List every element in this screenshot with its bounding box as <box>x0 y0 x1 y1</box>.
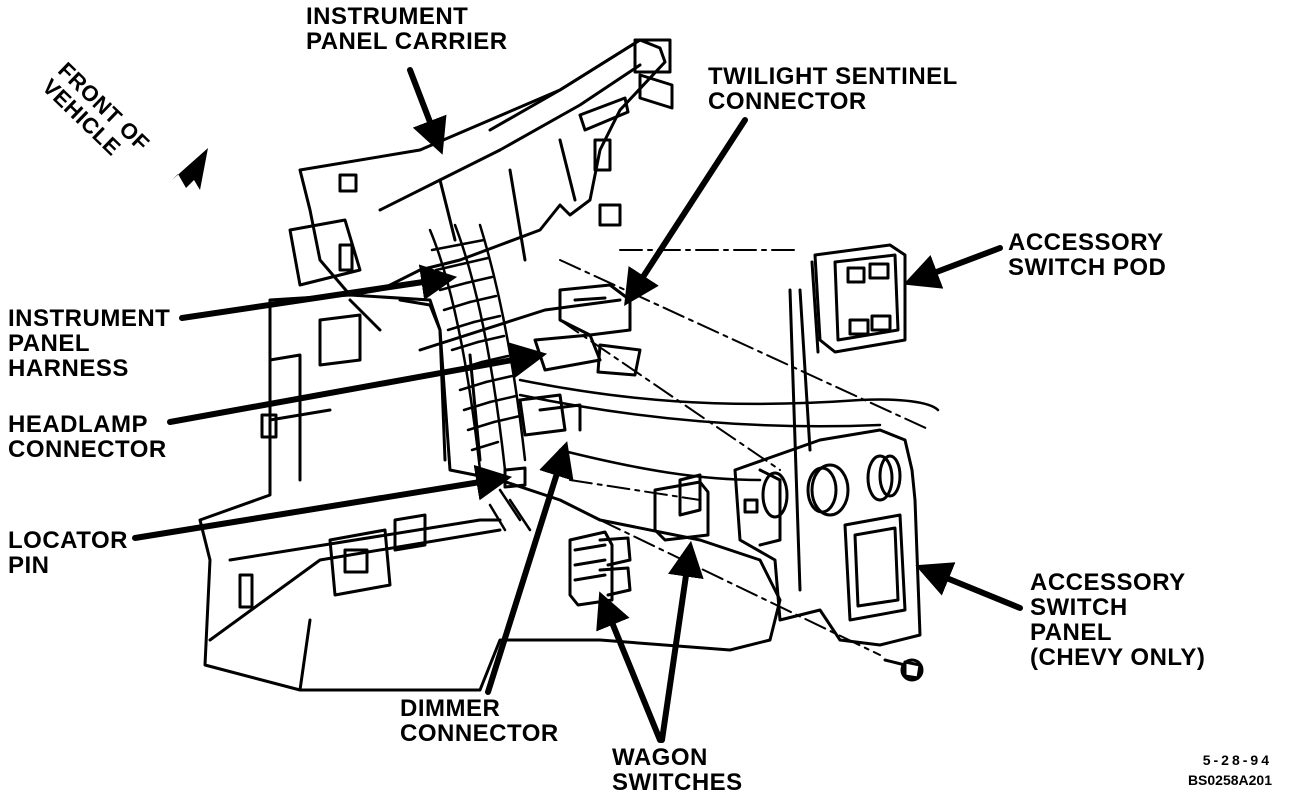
instrument-panel-harness-part <box>428 223 532 532</box>
label-accessory-switch-pod: ACCESSORY SWITCH POD <box>1008 229 1167 281</box>
dash-housing <box>198 293 782 692</box>
label-wagon-switches: WAGON SWITCHES <box>612 744 743 796</box>
leader-arrows <box>132 67 1023 743</box>
label-twilight-sentinel-connector: TWILIGHT SENTINEL CONNECTOR <box>708 63 958 115</box>
figure-date: 5-28-94 <box>1202 752 1272 768</box>
arrow-instrument-panel-carrier <box>407 67 447 155</box>
arrow-locator-pin <box>132 464 513 541</box>
arrow-headlamp-connector <box>167 342 548 425</box>
label-locator-pin: LOCATOR PIN <box>8 527 128 579</box>
arrow-twilight-sentinel-connector <box>624 117 748 307</box>
arrow-accessory-switch-pod <box>903 245 1003 289</box>
instrument-panel-carrier-part <box>288 38 674 297</box>
label-headlamp-connector: HEADLAMP CONNECTOR <box>8 411 167 463</box>
accessory-switch-pod-part <box>810 243 907 354</box>
label-instrument-panel-carrier: INSTRUMENT PANEL CARRIER <box>306 3 508 55</box>
arrow-accessory-switch-panel <box>915 562 1023 611</box>
label-dimmer-connector: DIMMER CONNECTOR <box>400 695 559 747</box>
arrow-dimmer-connector <box>485 441 574 695</box>
harness-cables <box>518 378 940 482</box>
screw-part <box>883 658 924 682</box>
arrow-wagon-switches-left <box>596 591 663 743</box>
arrow-instrument-panel-harness <box>179 264 458 321</box>
front-of-vehicle-arrow <box>172 148 208 190</box>
label-instrument-panel-harness: INSTRUMENT PANEL HARNESS <box>8 305 171 382</box>
label-accessory-switch-panel: ACCESSORY SWITCH PANEL (CHEVY ONLY) <box>1030 569 1206 671</box>
accessory-switch-panel-part <box>733 288 922 647</box>
figure-code: BS0258A201 <box>1187 772 1272 788</box>
arrow-wagon-switches-right <box>659 540 704 743</box>
